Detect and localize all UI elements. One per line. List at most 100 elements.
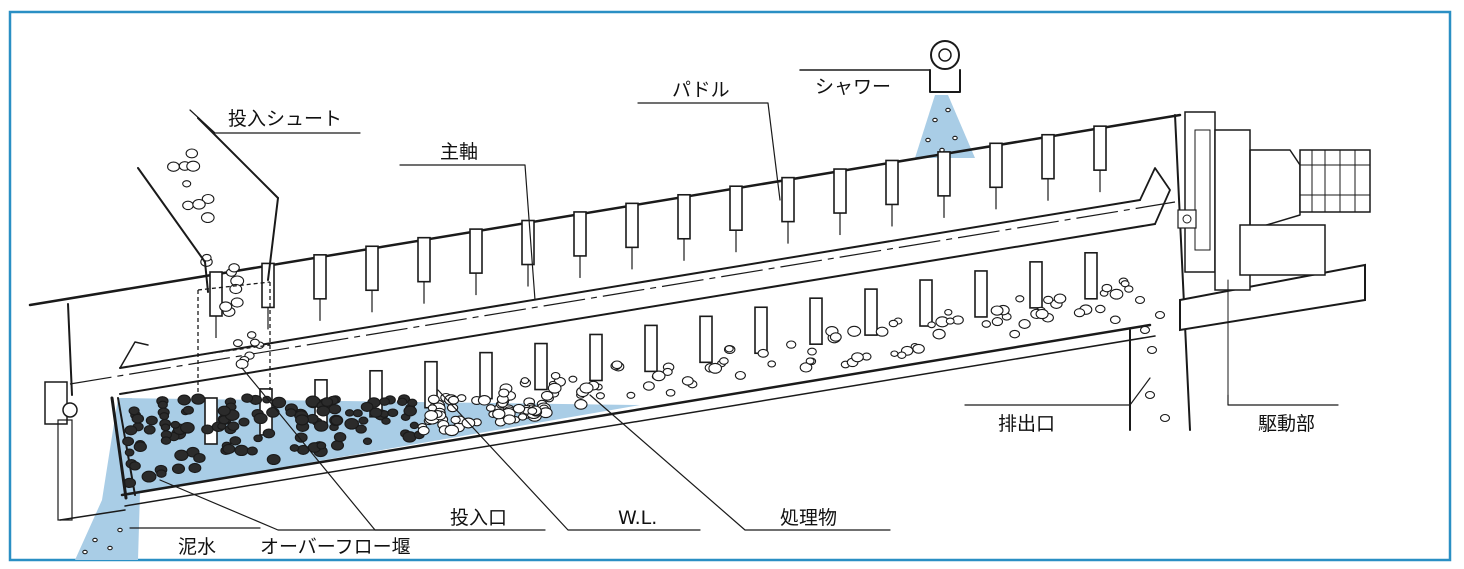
material-particle	[1053, 293, 1067, 304]
material-particle	[912, 343, 925, 354]
material-particle	[925, 137, 931, 143]
material-particle	[156, 469, 167, 478]
material-particle	[396, 397, 408, 406]
paddle-lower	[974, 270, 988, 318]
material-particle	[829, 332, 842, 342]
material-particle	[182, 180, 192, 188]
label-drive-unit: 駆動部	[1258, 413, 1315, 435]
material-particle	[945, 317, 955, 325]
material-particle	[191, 393, 206, 405]
material-particle	[681, 376, 694, 386]
material-particle	[417, 425, 430, 436]
material-particle	[246, 331, 257, 339]
paddle-lower	[479, 351, 493, 400]
material-particle	[107, 545, 113, 551]
frame-border	[8, 10, 1452, 562]
material-particle	[352, 409, 363, 418]
material-particle	[427, 394, 440, 405]
material-particle	[117, 527, 123, 533]
material-particle	[1015, 295, 1025, 303]
material-particle	[403, 405, 417, 417]
material-particle	[201, 424, 214, 435]
material-particle	[229, 436, 242, 446]
material-particle	[540, 390, 554, 401]
material-particle	[927, 321, 936, 329]
material-particle	[1073, 308, 1086, 318]
material-particle	[262, 428, 276, 439]
material-particle	[217, 405, 231, 417]
material-particle	[124, 448, 135, 457]
material-particle	[271, 396, 287, 409]
label-inlet: 投入口	[450, 507, 507, 529]
material-particle	[177, 394, 191, 406]
label-feed-chute: 投入シュート	[228, 108, 342, 130]
material-particle	[253, 434, 263, 443]
label-main-shaft: 主軸	[440, 141, 478, 163]
paddle-upper	[573, 211, 587, 257]
paddle-upper	[989, 142, 1003, 189]
material-particle	[241, 393, 254, 403]
overflow-weir	[110, 396, 128, 500]
material-particles	[82, 107, 1171, 555]
material-particle	[724, 345, 734, 353]
material-particle	[897, 351, 907, 359]
material-particle	[230, 297, 244, 308]
material-particle	[952, 135, 958, 141]
material-particle	[238, 417, 250, 427]
material-particle	[708, 362, 723, 374]
material-particle	[82, 549, 88, 555]
material-particle	[1144, 390, 1156, 400]
material-particle	[316, 405, 331, 417]
material-particle	[344, 417, 360, 430]
material-particle	[266, 453, 281, 466]
label-water-level: W.L.	[618, 507, 657, 529]
paddle-lower	[644, 324, 658, 373]
paddle-lower	[809, 297, 823, 345]
paddle-upper	[677, 193, 691, 240]
material-particle	[1109, 315, 1121, 325]
material-particle	[734, 370, 746, 380]
material-particle	[517, 413, 528, 421]
leader-lines	[129, 102, 1339, 531]
material-particle	[1009, 329, 1021, 339]
material-particle	[133, 441, 147, 453]
material-particle	[498, 388, 510, 398]
material-particle	[92, 537, 98, 543]
material-particle	[201, 193, 215, 205]
label-outlet: 排出口	[998, 413, 1055, 435]
material-particle	[157, 400, 168, 409]
material-particle	[939, 147, 945, 153]
paddle-upper	[261, 262, 275, 309]
material-particle	[200, 212, 215, 224]
paddle-lower	[919, 279, 933, 327]
material-particle	[330, 440, 345, 451]
paddles	[204, 125, 1107, 445]
material-particle	[1154, 310, 1166, 320]
material-particle	[171, 463, 186, 475]
material-particle	[485, 404, 496, 412]
material-particle	[888, 319, 899, 328]
material-particle	[512, 403, 526, 414]
material-particle	[227, 421, 240, 432]
material-particle	[167, 161, 180, 172]
material-particle	[1120, 280, 1130, 288]
material-particle	[160, 423, 171, 432]
material-particle	[174, 449, 189, 461]
drive-unit	[1177, 111, 1371, 396]
material-particle	[805, 357, 815, 365]
material-particle	[160, 436, 172, 445]
material-particle	[131, 413, 145, 424]
material-particle	[527, 407, 538, 415]
material-particle	[285, 408, 297, 417]
material-particle	[188, 462, 202, 474]
paddle-lower	[699, 315, 713, 364]
material-particle	[665, 388, 676, 397]
outlet	[1129, 114, 1191, 431]
paddle-upper	[365, 245, 379, 292]
material-particle	[1043, 295, 1054, 305]
label-overflow-weir: オーバーフロー堰	[260, 536, 411, 558]
left-bearing	[44, 381, 78, 521]
material-particle	[1018, 319, 1031, 329]
material-particle	[447, 395, 460, 405]
